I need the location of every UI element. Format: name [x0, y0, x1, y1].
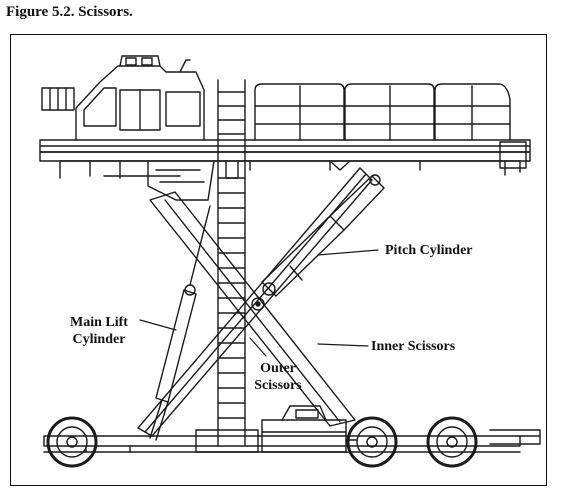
figure-caption: Figure 5.2. Scissors. — [6, 4, 133, 20]
wheel-front — [46, 416, 98, 468]
figure-frame — [10, 34, 547, 486]
upper-mount — [147, 160, 351, 201]
inner-scissors-label: Inner Scissors — [371, 339, 456, 354]
platform-railing — [254, 83, 511, 141]
pitch-cylinder — [261, 174, 385, 297]
scissors-pivot — [251, 297, 265, 311]
main-lift-cylinder-label-line2: Cylinder — [72, 332, 126, 347]
main-lift-cylinder-label-line1: Main Lift — [70, 315, 128, 330]
main-lift-cylinder — [149, 205, 211, 441]
platform-deck — [39, 139, 531, 179]
leader-lines — [139, 249, 379, 357]
main-lift-cylinder-label: Main Lift Cylinder — [60, 314, 138, 348]
wheel-middle — [346, 416, 398, 468]
outer-scissors-arm — [137, 167, 373, 437]
inner-scissors-arm — [149, 191, 356, 427]
outer-scissors-label-line1: Outer — [260, 361, 296, 376]
chassis-frame — [43, 405, 541, 453]
pitch-cylinder-label: Pitch Cylinder — [385, 243, 473, 258]
outer-scissors-label-line2: Scissors — [254, 378, 302, 393]
outer-scissors-label: Outer Scissors — [240, 360, 316, 394]
wheel-rear — [426, 416, 478, 468]
operator-cab — [41, 55, 205, 141]
